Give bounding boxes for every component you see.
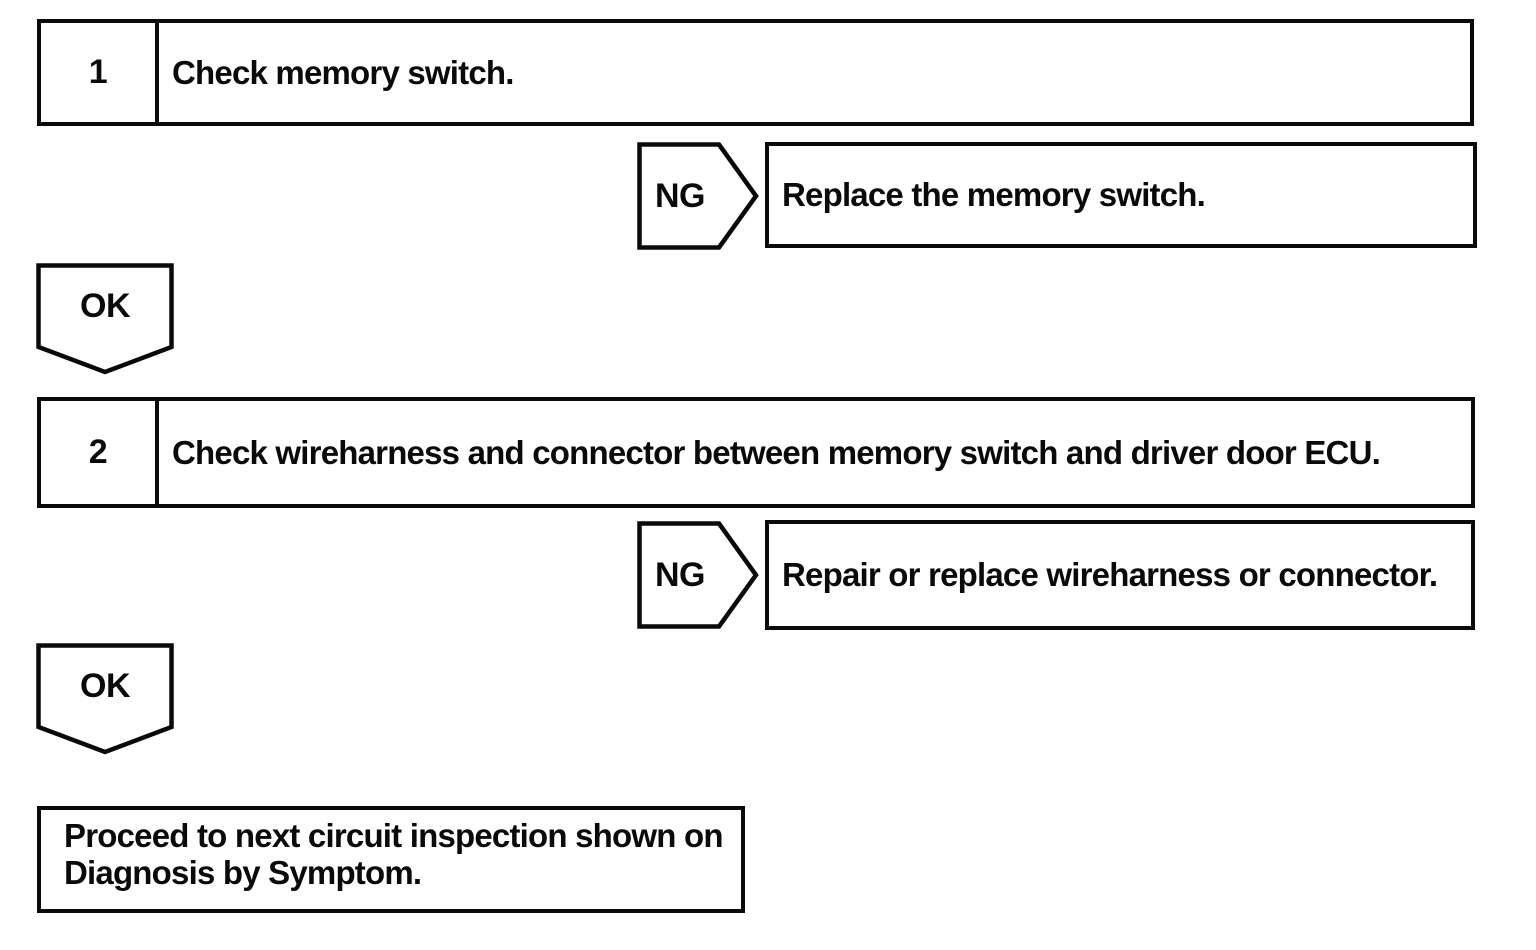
step-2-number-cell: 2 — [41, 401, 159, 504]
step-1-instruction: Check memory switch. — [172, 53, 514, 91]
step-1-box: 1 Check memory switch. — [37, 19, 1474, 126]
step-2-ok-connector: OK — [36, 643, 174, 755]
step-2-ok-label: OK — [80, 666, 131, 705]
step-2-number: 2 — [88, 433, 108, 471]
ok-arrow-down-icon — [36, 643, 174, 755]
ok-arrow-down-icon — [36, 263, 174, 375]
step-2-ng-label: NG — [655, 555, 706, 594]
step-1-ng-result-box: Replace the memory switch. — [765, 142, 1477, 248]
step-1-ok-label: OK — [80, 286, 131, 325]
step-2-ng-result-box: Repair or replace wireharness or connect… — [765, 520, 1475, 630]
step-2-ng-connector: NG — [637, 521, 759, 629]
step-1-ng-result-text: Replace the memory switch. — [782, 176, 1206, 213]
step-1-ng-connector: NG — [637, 142, 759, 250]
final-action-line-2: Diagnosis by Symptom. — [64, 854, 422, 891]
step-2-instruction: Check wireharness and connector between … — [172, 433, 1381, 471]
ng-arrow-right-icon — [637, 521, 759, 629]
ng-arrow-right-icon — [637, 142, 759, 250]
step-1-number-cell: 1 — [41, 23, 159, 122]
step-1-number: 1 — [88, 53, 108, 91]
step-2-box: 2 Check wireharness and connector betwee… — [37, 397, 1475, 508]
final-action-box: Proceed to next circuit inspection shown… — [37, 806, 745, 913]
step-1-ng-label: NG — [655, 176, 706, 215]
step-1-ok-connector: OK — [36, 263, 174, 375]
final-action-line-1: Proceed to next circuit inspection shown… — [64, 817, 724, 854]
step-2-ng-result-text: Repair or replace wireharness or connect… — [782, 556, 1438, 593]
